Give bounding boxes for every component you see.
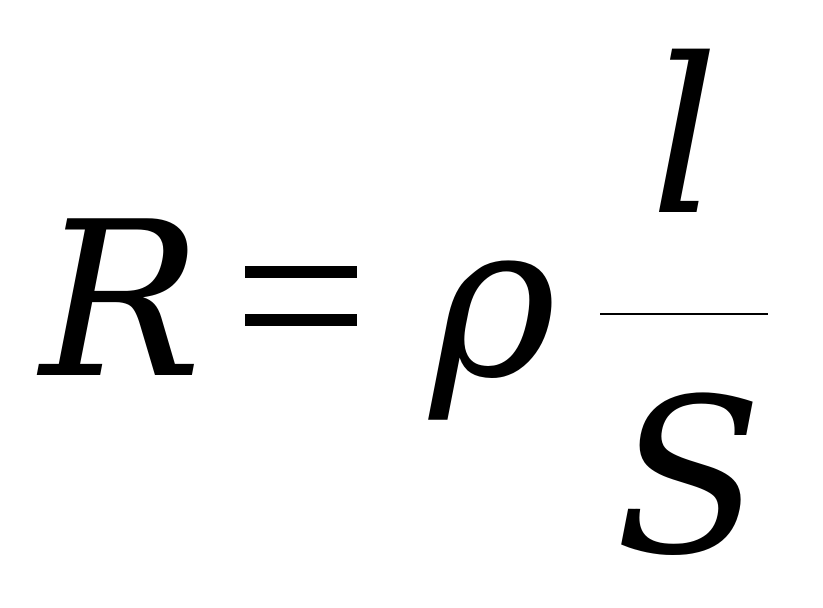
resistivity-symbol: ρ [430,175,557,426]
equals-bar-bottom [245,314,357,326]
resistance-symbol: R [40,175,202,426]
fraction-numerator: l [650,12,719,263]
equals-bar-top [245,266,357,278]
fraction-denominator: S [615,352,763,603]
fraction-bar [600,313,768,315]
